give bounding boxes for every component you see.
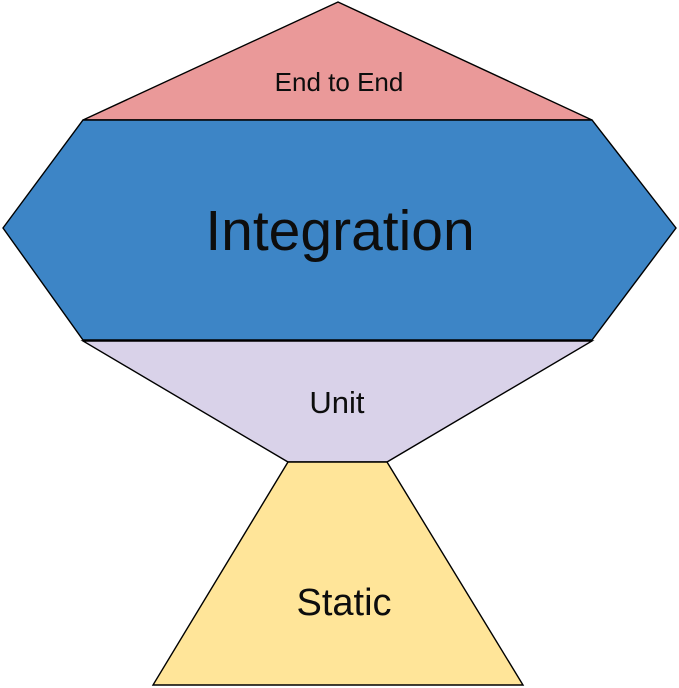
end-to-end-layer-shape: [82, 1, 593, 121]
integration-label: Integration: [205, 199, 474, 263]
static-layer-shape: [151, 461, 525, 686]
unit-label: Unit: [309, 385, 365, 420]
static-label: Static: [296, 582, 391, 624]
end-to-end-label: End to End: [275, 67, 404, 97]
integration-layer-shape: [2, 119, 677, 341]
